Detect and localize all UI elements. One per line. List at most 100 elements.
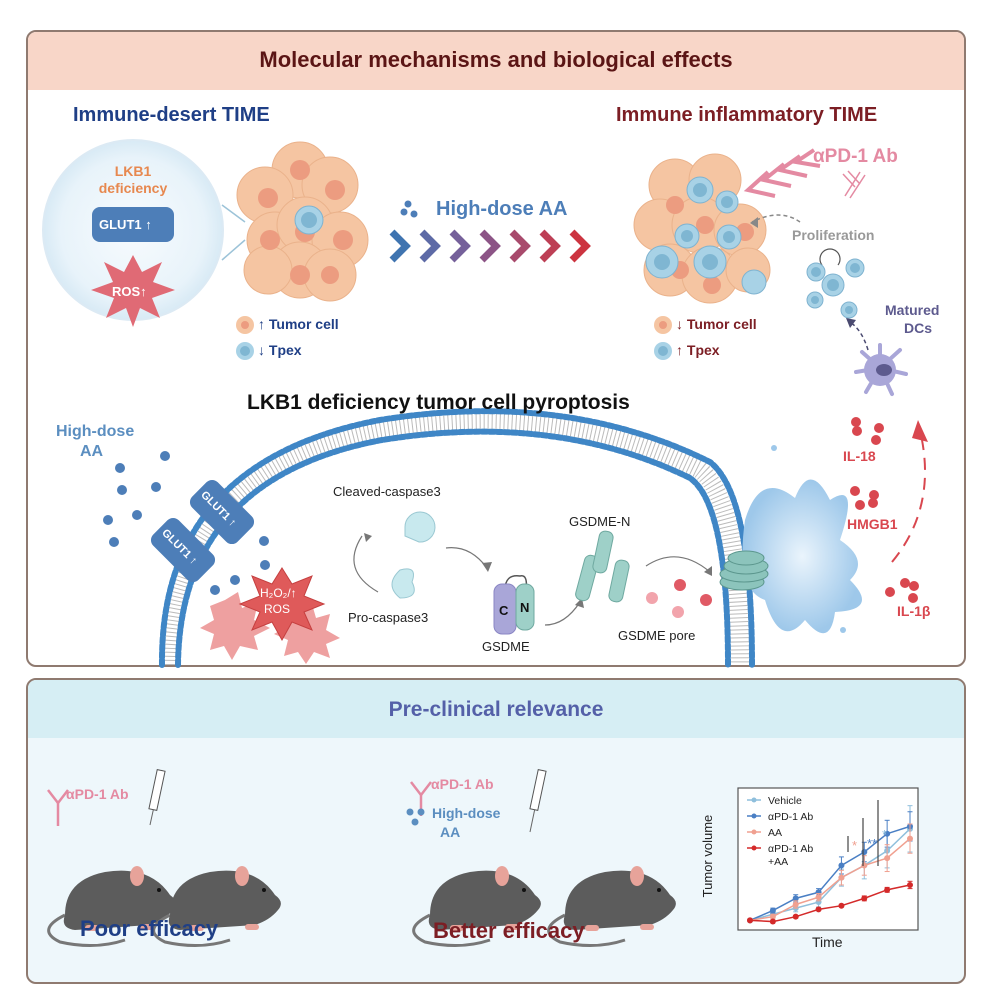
cytokine-hmgb1-icon [850,486,879,510]
data-point [907,881,913,888]
preclinical-panel: Pre-clinical relevance [26,678,966,984]
antibody-icon [842,170,866,199]
right-legend-tpex: ↑ Tpex [676,342,720,358]
cytokine-il18-icon [851,417,884,445]
high-dose-aa-transition-label: High-dose AA [436,198,568,220]
glut1-bubble-label: GLUT1 ↑ [99,217,152,232]
gsdme-c-label: C [499,603,509,618]
il1b-label: IL-1β [897,603,931,619]
mechanisms-title: Molecular mechanisms and biological effe… [259,47,733,72]
significance-marker: * [852,838,857,853]
immune-desert-title: Immune-desert TIME [73,104,270,126]
left-legend-tpex: ↓ Tpex [258,342,302,358]
ros-bubble-label: ROS↑ [112,284,147,299]
data-point [792,901,799,908]
gsdme-pore-label: GSDME pore [618,628,696,643]
glut1-transporter-1 [189,479,255,545]
chevron-arrow-icon [419,229,441,263]
series-line [749,825,911,922]
right-treatment-label-3: AA [440,824,461,840]
antibody-attack-arrows [743,148,821,198]
legend-swatch-dot [751,829,757,835]
data-point [815,906,822,913]
series-line [749,828,911,922]
data-point [769,913,776,920]
matured-dcs-label-line1: Matured [885,302,940,318]
cleaved-caspase3-label: Cleaved-caspase3 [333,484,441,499]
tumor-cluster-left [236,141,369,302]
pyroptosis-title: LKB1 deficiency tumor cell pyroptosis [247,391,630,414]
data-point [838,874,845,881]
aa-molecules [103,451,270,595]
syringe-icon-right [529,769,547,833]
glut1-transporter-2 [150,517,216,583]
hmgb1-label: HMGB1 [847,516,898,532]
legend-label: αPD-1 Ab [768,843,813,855]
tumor-cluster-right [633,153,771,304]
data-point [907,835,913,842]
chart-xlabel: Time [812,934,843,950]
aa-dots-icon [400,200,418,218]
left-treatment-label: αPD-1 Ab [66,786,129,802]
chevron-arrow-icon [479,229,501,263]
il18-label: IL-18 [843,448,876,464]
chevron-arrow-icon [449,229,471,263]
data-point [861,862,868,869]
glut1-box [92,207,174,242]
data-point [884,855,891,862]
series-2 [747,823,913,924]
gsdme-protein [493,575,584,635]
released-cytokine-dots [646,579,712,618]
data-point [884,830,891,837]
left-legend-tumor: ↑ Tumor cell [258,316,339,332]
transition-chevrons [389,229,591,263]
matured-dc-icon [854,343,908,396]
pyroptosis-aa-label-line1: High-dose [56,423,135,440]
legend-label: Vehicle [768,795,802,807]
h2o2-label: H₂O₂/↑ [260,586,297,600]
gsdme-n-domain-label: N [520,600,530,615]
ros-label: ROS [264,602,291,616]
data-point [884,886,891,893]
ros-star [91,255,175,327]
better-efficacy-label: Better efficacy [433,918,585,943]
legend-swatch-dot [751,797,757,803]
h2o2-ros-burst [200,567,340,664]
legend-swatch-dot [751,813,757,819]
lkb1-label: LKB1 [114,163,152,179]
matured-dcs-label-line2: DCs [904,320,933,336]
poor-efficacy-label: Poor efficacy [80,916,219,941]
mouse-icon [412,866,541,948]
data-point [861,895,868,902]
pyroptosis-aa-label-line2: AA [80,443,104,460]
apd1-ab-label: αPD-1 Ab [813,146,898,167]
preclinical-title: Pre-clinical relevance [388,698,604,721]
chevron-arrow-icon [539,229,561,263]
chart-ylabel: Tumor volume [700,814,715,898]
mouse-icon [547,866,676,948]
pro-caspase3-label: Pro-caspase3 [348,610,429,625]
data-point [769,918,776,925]
lkb1-deficiency-bubble [42,139,246,327]
right-legend-tumor: ↓ Tumor cell [676,316,757,332]
gsdme-n-label: GSDME-N [569,514,631,529]
chart-frame [737,787,919,931]
chevron-arrow-icon [569,229,591,263]
syringe-icon-left [148,769,166,826]
data-point [792,913,799,920]
chevron-arrow-icon [509,229,531,263]
data-point [747,917,753,924]
right-treatment-label-1: αPD-1 Ab [431,776,494,792]
data-point [792,895,799,902]
significance-marker: ** [867,836,877,851]
mouse-icon [152,866,281,948]
immune-inflammatory-title: Immune inflammatory TIME [616,104,878,126]
data-point [838,902,845,909]
data-point [769,907,776,914]
gsdme-pore [719,550,769,591]
series-line [749,884,911,923]
